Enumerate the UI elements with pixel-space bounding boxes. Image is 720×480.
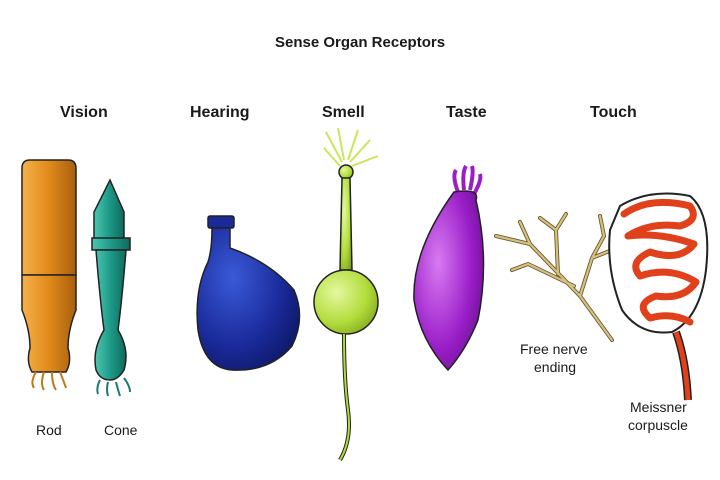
heading-vision: Vision (60, 104, 108, 121)
label-rod: Rod (36, 422, 62, 438)
label-cone: Cone (104, 422, 138, 438)
label-free-nerve-line1: Free nerve (520, 341, 588, 357)
meissner-corpuscle (608, 192, 709, 401)
label-meissner-line1: Meissner (630, 399, 687, 415)
label-free-nerve-line2: ending (534, 359, 577, 375)
taste-receptor (413, 164, 485, 372)
free-nerve-ending (494, 212, 614, 342)
cone-receptor (91, 178, 131, 397)
hearing-receptor (196, 215, 301, 371)
smell-receptor (313, 127, 379, 462)
heading-smell: Smell (322, 104, 365, 121)
heading-taste: Taste (446, 104, 487, 121)
heading-hearing: Hearing (190, 104, 250, 121)
rod-receptor (21, 159, 77, 391)
heading-touch: Touch (590, 104, 637, 121)
diagram-title: Sense Organ Receptors (274, 34, 446, 51)
label-meissner-line2: corpuscle (628, 417, 688, 433)
